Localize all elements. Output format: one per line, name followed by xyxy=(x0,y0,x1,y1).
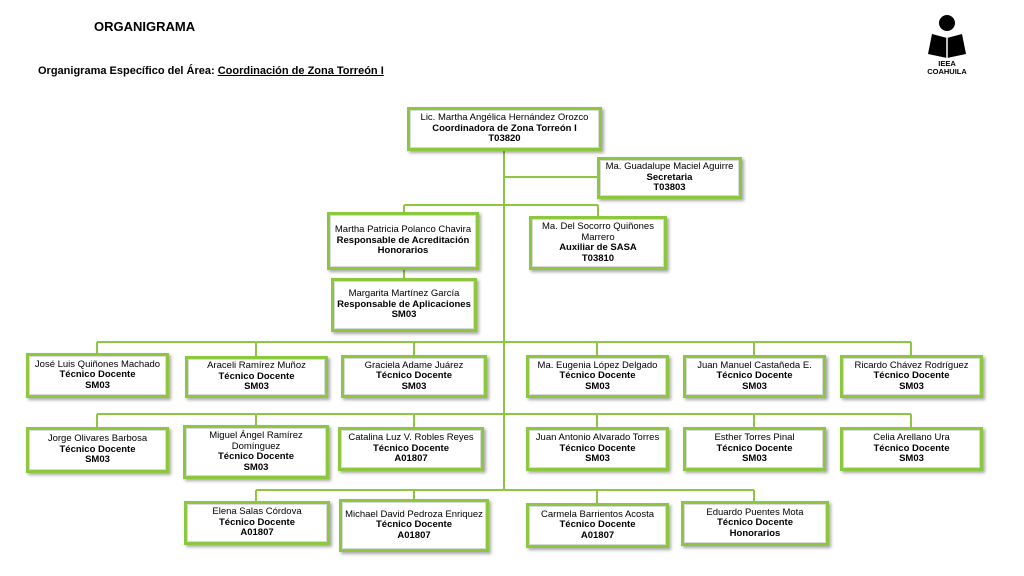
node-name: Ma. Del Socorro Quiñones Marrero xyxy=(542,221,654,243)
node-role: Técnico Docente xyxy=(873,442,950,454)
node-tecnico-docente: Carmela Barrientos Acosta Técnico Docent… xyxy=(526,503,669,548)
node-role: Técnico Docente xyxy=(59,443,136,455)
node-code: Honorarios xyxy=(377,245,429,257)
node-tecnico-docente: Juan Antonio Alvarado Torres Técnico Doc… xyxy=(526,427,669,471)
node-name: Miguel Ángel Ramírez Domínguez xyxy=(209,430,303,452)
node-code: T03810 xyxy=(581,252,615,264)
node-name: Lic. Martha Angélica Hernández Orozco xyxy=(420,112,589,124)
node-role: Técnico Docente xyxy=(59,369,136,381)
node-tecnico-docente: Michael David Pedroza Enriquez Técnico D… xyxy=(339,499,489,552)
node-tecnico-docente: Graciela Adame Juárez Técnico Docente SM… xyxy=(341,355,487,398)
node-tecnico-docente: Araceli Ramírez Muñoz Técnico Docente SM… xyxy=(185,356,328,398)
node-role: Técnico Docente xyxy=(372,442,450,454)
node-role: Técnico Docente xyxy=(559,519,636,531)
node-name: Jorge Olivares Barbosa xyxy=(47,433,148,445)
node-code: T03803 xyxy=(653,182,686,194)
node-name: Margarita Martínez García xyxy=(348,288,460,300)
node-name: Juan Manuel Castañeda E. xyxy=(697,359,812,371)
subtitle-area: Coordinación de Zona Torreón I xyxy=(217,65,384,77)
node-tecnico-docente: Elena Salas Córdova Técnico Docente A018… xyxy=(184,501,330,545)
logo-text-coahuila: COAHUILA xyxy=(927,67,967,76)
logo-text-ieea: IEEA xyxy=(938,59,956,68)
node-code: SM03 xyxy=(85,379,110,391)
node-tecnico-docente: Ma. Eugenia López Delgado Técnico Docent… xyxy=(526,355,669,398)
node-code: SM03 xyxy=(899,380,924,392)
node-name: José Luis Quiñones Machado xyxy=(34,358,161,370)
node-role: Responsable de Acreditación xyxy=(336,234,470,246)
page-title: ORGANIGRAMA xyxy=(94,19,196,34)
node-code: Honorarios xyxy=(729,527,781,539)
node-role: Técnico Docente xyxy=(218,516,296,528)
node-code: SM03 xyxy=(401,380,427,392)
node-code: A01807 xyxy=(394,453,428,465)
node-tecnico-docente: Eduardo Puentes Mota Técnico Docente Hon… xyxy=(681,501,829,546)
node-role: Técnico Docente xyxy=(375,370,453,382)
node-tecnico-docente: Celia Arellano Ura Técnico Docente SM03 xyxy=(840,427,983,471)
node-role: Técnico Docente xyxy=(217,451,295,462)
node-code: SM03 xyxy=(742,453,767,465)
node-tecnico-docente: José Luis Quiñones Machado Técnico Docen… xyxy=(26,353,169,398)
area-subtitle: Organigrama Específico del Área: Coordin… xyxy=(38,65,384,77)
node-acreditacion: Martha Patricia Polanco Chavira Responsa… xyxy=(327,212,479,270)
node-code: SM03 xyxy=(243,461,269,473)
node-code: SM03 xyxy=(585,380,610,392)
node-name: Ricardo Chávez Rodríguez xyxy=(854,359,969,371)
node-name: Celia Arellano Ura xyxy=(873,432,950,444)
node-role: Técnico Docente xyxy=(873,370,950,382)
node-name: Carmela Barrientos Acosta xyxy=(541,508,654,520)
node-name: Catalina Luz V. Robles Reyes xyxy=(348,432,474,444)
node-name: Michael David Pedroza Enriquez xyxy=(345,508,483,520)
node-code: A01807 xyxy=(397,529,431,541)
node-code: SM03 xyxy=(899,453,924,465)
node-code: SM03 xyxy=(742,380,767,392)
node-tecnico-docente: Esther Torres Pinal Técnico Docente SM03 xyxy=(683,427,826,471)
node-code: SM03 xyxy=(244,381,269,393)
node-name: Araceli Ramírez Muñoz xyxy=(207,360,306,372)
node-coordinadora: Lic. Martha Angélica Hernández Orozco Co… xyxy=(407,107,602,151)
node-name: Ma. Eugenia López Delgado xyxy=(537,359,658,371)
reader-figure-icon xyxy=(928,15,966,58)
node-name: Esther Torres Pinal xyxy=(714,432,795,444)
node-role: Técnico Docente xyxy=(716,442,793,454)
node-role: Técnico Docente xyxy=(716,370,793,382)
node-tecnico-docente: Jorge Olivares Barbosa Técnico Docente S… xyxy=(26,427,169,473)
node-role: Responsable de Aplicaciones xyxy=(337,298,471,310)
node-code: A01807 xyxy=(580,529,615,541)
node-tecnico-docente: Miguel Ángel Ramírez Domínguez Técnico D… xyxy=(183,425,329,479)
node-secretaria: Ma. Guadalupe Maciel Aguirre Secretaria … xyxy=(597,157,742,199)
node-role: Técnico Docente xyxy=(375,519,453,531)
subtitle-prefix: Organigrama Específico del Área: xyxy=(38,65,215,77)
node-role: Técnico Docente xyxy=(218,370,295,382)
node-name: Martha Patricia Polanco Chavira xyxy=(334,224,472,236)
node-aplicaciones: Margarita Martínez García Responsable de… xyxy=(331,278,477,332)
node-code: A01807 xyxy=(240,527,274,539)
node-name: Elena Salas Córdova xyxy=(212,506,302,518)
node-role: Secretaria xyxy=(646,171,693,183)
node-role: Técnico Docente xyxy=(716,517,794,529)
node-name: Graciela Adame Juárez xyxy=(364,359,464,371)
node-name: Ma. Guadalupe Maciel Aguirre xyxy=(605,161,734,173)
node-code: T03820 xyxy=(488,133,521,145)
node-sasa: Ma. Del Socorro Quiñones Marrero Auxilia… xyxy=(529,216,667,270)
node-name: Juan Antonio Alvarado Torres xyxy=(535,432,660,444)
node-code: SM03 xyxy=(391,309,417,321)
node-tecnico-docente: Catalina Luz V. Robles Reyes Técnico Doc… xyxy=(338,427,484,471)
node-tecnico-docente: Ricardo Chávez Rodríguez Técnico Docente… xyxy=(840,355,983,398)
node-name: Eduardo Puentes Mota xyxy=(706,506,804,518)
node-role: Coordinadora de Zona Torreón I xyxy=(432,122,577,134)
node-code: SM03 xyxy=(85,454,110,466)
node-role: Auxiliar de SASA xyxy=(559,242,637,253)
node-code: SM03 xyxy=(585,453,610,465)
ieea-logo: IEEA COAHUILA xyxy=(922,14,972,82)
node-role: Técnico Docente xyxy=(559,370,636,382)
node-role: Técnico Docente xyxy=(559,442,636,454)
node-tecnico-docente: Juan Manuel Castañeda E. Técnico Docente… xyxy=(683,355,826,398)
